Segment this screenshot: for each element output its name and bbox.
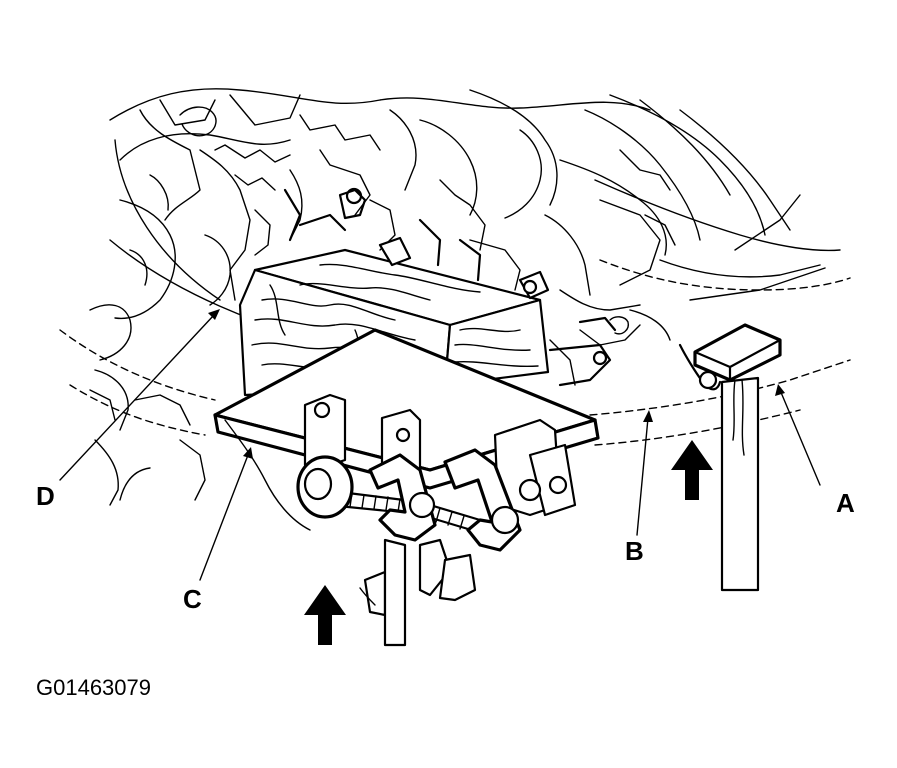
lift-arrows <box>304 440 713 645</box>
callout-label-d: D <box>36 481 55 511</box>
engine-background-outline <box>59 88 851 506</box>
callout-label-a: A <box>836 488 855 518</box>
floor-jack-post <box>678 323 782 592</box>
callout-leaders <box>59 309 821 581</box>
callout-arrow-a <box>775 384 785 396</box>
callout-arrow-b <box>643 410 653 422</box>
figure-code: G01463079 <box>36 675 151 700</box>
clamp-assembly <box>296 393 577 647</box>
callout-label-b: B <box>625 536 644 566</box>
callout-label-c: C <box>183 584 202 614</box>
up-arrow-icon <box>304 585 346 645</box>
callout-arrow-d <box>208 309 220 320</box>
up-arrow-icon <box>671 440 713 500</box>
callout-arrow-c <box>243 447 253 459</box>
